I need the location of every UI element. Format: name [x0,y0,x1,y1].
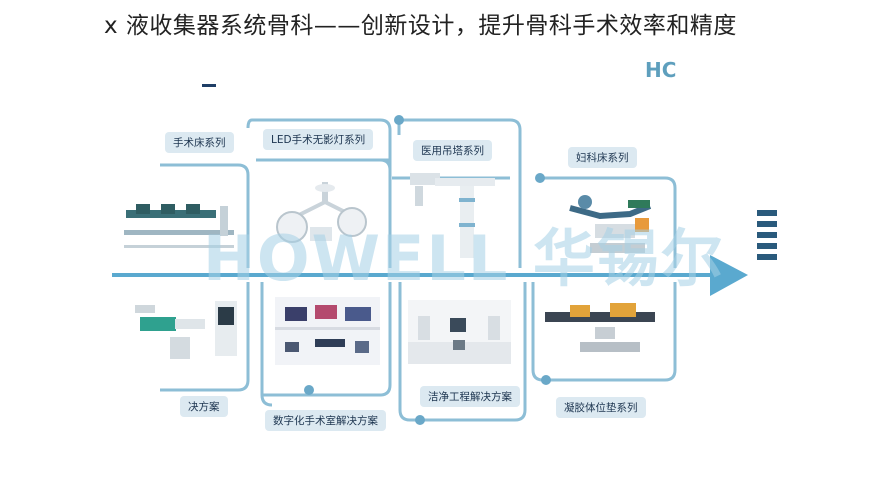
clean-room-image [408,300,511,364]
label-clean-engineering-solution: 洁净工程解决方案 [420,386,520,407]
gynecology-bed-image [560,188,670,263]
brand-watermark: HOWELL 华锡尔 [203,222,725,295]
brand-logo: HC [645,58,677,82]
gel-positioner-image [540,297,665,362]
digital-or-image [275,297,380,365]
label-gynecology-bed-series: 妇科床系列 [568,147,637,168]
label-gel-positioner-series: 凝胶体位垫系列 [556,397,646,418]
label-operating-table-series: 手术床系列 [165,132,234,153]
surgical-robot-image [130,297,248,367]
shadowless-lamp-image [270,182,380,262]
edge-decoration [757,210,777,272]
medical-pendant-image [405,168,505,263]
label-solution: 决方案 [180,396,228,417]
page-title: x 液收集器系统骨科——创新设计，提升骨科手术效率和精度 [104,13,737,39]
divider [202,84,216,87]
label-led-lamp-series: LED手术无影灯系列 [263,129,374,150]
label-digital-or-solution: 数字化手术室解决方案 [265,410,386,431]
operating-table-image [116,190,240,260]
label-pendant-series: 医用吊塔系列 [413,140,492,161]
